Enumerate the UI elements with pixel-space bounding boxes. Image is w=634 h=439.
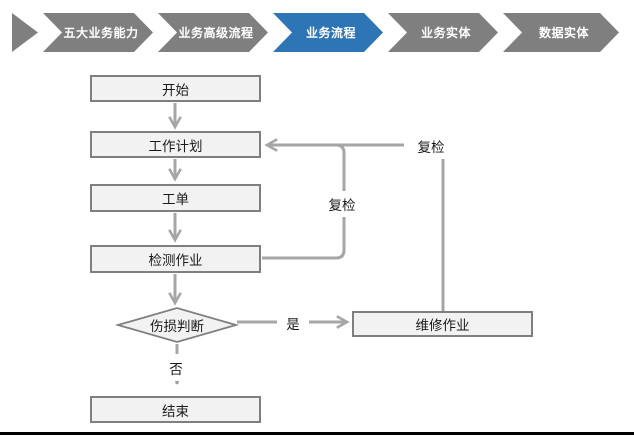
- node-inspection: 检测作业: [90, 245, 261, 273]
- edge-label-yes: 是: [277, 309, 309, 336]
- node-repair: 维修作业: [352, 311, 533, 337]
- connector-repair-plan-recheck: [268, 145, 445, 311]
- tab-data-entity[interactable]: 数据实体: [503, 13, 619, 52]
- node-work-order: 工单: [90, 184, 261, 212]
- breadcrumb-chevron-nav: 五大业务能力 业务高级流程 业务流程 业务实体 数据实体: [12, 13, 619, 52]
- node-end: 结束: [90, 396, 261, 423]
- tab-business-highlevel-process[interactable]: 业务高级流程: [158, 13, 268, 52]
- edge-label-recheck-inspect: 复检: [320, 191, 364, 217]
- slide-bottom-rule: [0, 432, 634, 435]
- node-start: 开始: [90, 75, 261, 102]
- node-work-plan: 工作计划: [90, 131, 261, 158]
- edge-label-recheck-repair: 复检: [404, 133, 458, 159]
- decision-diamond-shape: [114, 307, 240, 343]
- edge-label-no: 否: [162, 354, 190, 381]
- node-damage-decision: 伤损判断: [150, 319, 204, 334]
